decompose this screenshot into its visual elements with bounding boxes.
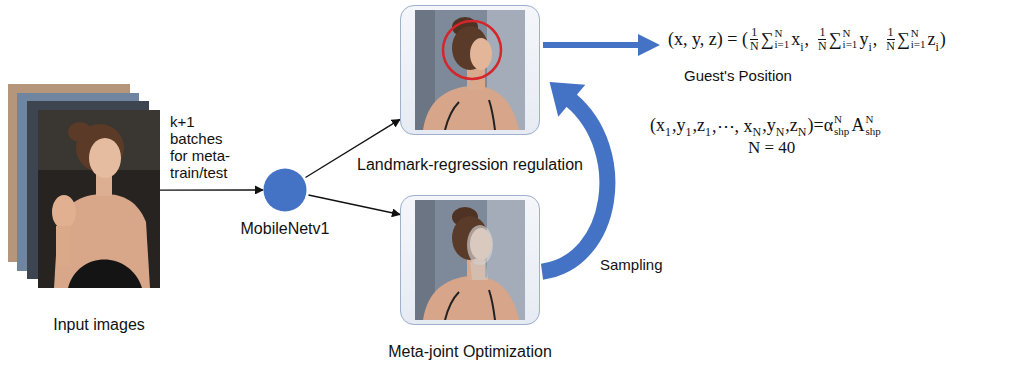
formula-subscript: i: [936, 40, 939, 55]
formula-subscript: N: [798, 125, 807, 140]
fraction-numerator: 1: [887, 26, 895, 40]
formula-superscript: N: [911, 28, 919, 40]
script-pair: Nshp: [865, 114, 880, 137]
formula-subscript: N: [776, 125, 785, 140]
formula-term: ): [940, 29, 946, 50]
formula-term: ∑: [761, 29, 774, 50]
formula-subscript: i=1: [911, 39, 926, 51]
script-pair: Ni=1: [774, 28, 789, 51]
fraction: 1N: [750, 26, 759, 52]
node-caption-holder: Landmark-regression regulation: [357, 156, 583, 174]
formula-subscript: 1: [705, 125, 711, 140]
fraction-numerator: 1: [818, 26, 826, 40]
formula-term: ∑: [829, 29, 842, 50]
face-mesh: [467, 225, 493, 265]
node-caption: Landmark-regression regulation: [357, 156, 583, 173]
formula-term: ,z: [693, 115, 706, 136]
formula-term: )=α: [808, 115, 834, 136]
node-caption: Meta-joint Optimization: [388, 343, 552, 360]
network-circle: MobileNetv1: [263, 168, 307, 212]
fraction-denominator: N: [886, 40, 895, 53]
meta-photo: [415, 200, 525, 320]
formula-term: z: [928, 29, 936, 50]
process-box: Meta-joint Optimization: [400, 195, 540, 325]
edge-label: Sampling: [600, 256, 663, 273]
formula-term: (x: [650, 115, 665, 136]
node-caption: Input images: [53, 316, 145, 333]
formula-subscript: 1: [686, 125, 692, 140]
formula-term: ∑: [897, 29, 910, 50]
fraction: 1N: [818, 26, 827, 52]
script-pair: Nshp: [834, 114, 849, 137]
formula-term: ,⋯, x: [712, 115, 753, 137]
circle-shape: [263, 168, 307, 212]
flow-arrow: [308, 195, 400, 214]
flow-arrow: [160, 189, 263, 190]
input-photo: [38, 110, 160, 288]
formula-term: (x, y, z) = (: [668, 29, 748, 50]
formula: (x1,y1,z1,⋯, xN,yN,zN)=αNshpANshp: [650, 114, 883, 137]
formula: (x, y, z) = (1N∑Ni=1xi,1N∑Ni=1yi,1N∑Ni=1…: [668, 26, 946, 52]
formula-subscript: shp: [865, 126, 880, 138]
formula-subscript: i: [800, 40, 803, 55]
fraction-denominator: N: [818, 40, 827, 53]
fraction-numerator: 1: [750, 26, 758, 40]
formula-term: ,: [873, 29, 878, 50]
formula-subscript: 1: [665, 125, 671, 140]
formula-subscript: N: [753, 125, 762, 140]
formula-term: A: [851, 115, 864, 136]
formula-subscript: i=1: [843, 39, 858, 51]
node-caption: MobileNetv1: [241, 220, 330, 237]
script-pair: Ni=1: [911, 28, 926, 51]
formula-term: ,z: [785, 115, 798, 136]
image-stack: Input images: [38, 110, 160, 288]
node-caption-holder: MobileNetv1: [241, 220, 330, 238]
process-box: Landmark-regression regulation: [400, 5, 540, 135]
edge-label: k+1 batches for meta-train/test: [170, 113, 242, 181]
landmark-photo: [415, 10, 525, 130]
band-arrowhead: [550, 82, 586, 117]
output-arrow: [543, 42, 640, 48]
output-caption: Guest's Position: [684, 67, 792, 84]
node-caption-holder: Meta-joint Optimization: [388, 343, 552, 361]
formula-constant: N = 40: [748, 138, 795, 158]
output-arrowhead: [638, 34, 660, 56]
formula-subscript: shp: [834, 126, 849, 138]
formula-subscript: i=1: [774, 39, 789, 51]
sampling-band: [542, 100, 607, 272]
formula-superscript: N: [843, 28, 851, 40]
formula-superscript: N: [774, 28, 782, 40]
fraction: 1N: [886, 26, 895, 52]
head-marker: [443, 21, 501, 79]
formula-superscript: N: [865, 114, 873, 126]
formula-term: ,y: [672, 115, 686, 136]
node-caption-holder: Input images: [53, 316, 145, 334]
formula-superscript: N: [834, 114, 842, 126]
formula-term: y: [859, 29, 868, 50]
fraction-denominator: N: [750, 40, 759, 53]
formula-subscript: i: [868, 40, 871, 55]
formula-term: ,y: [762, 115, 776, 136]
script-pair: Ni=1: [843, 28, 858, 51]
formula-term: x: [791, 29, 800, 50]
formula-term: ,: [805, 29, 810, 50]
